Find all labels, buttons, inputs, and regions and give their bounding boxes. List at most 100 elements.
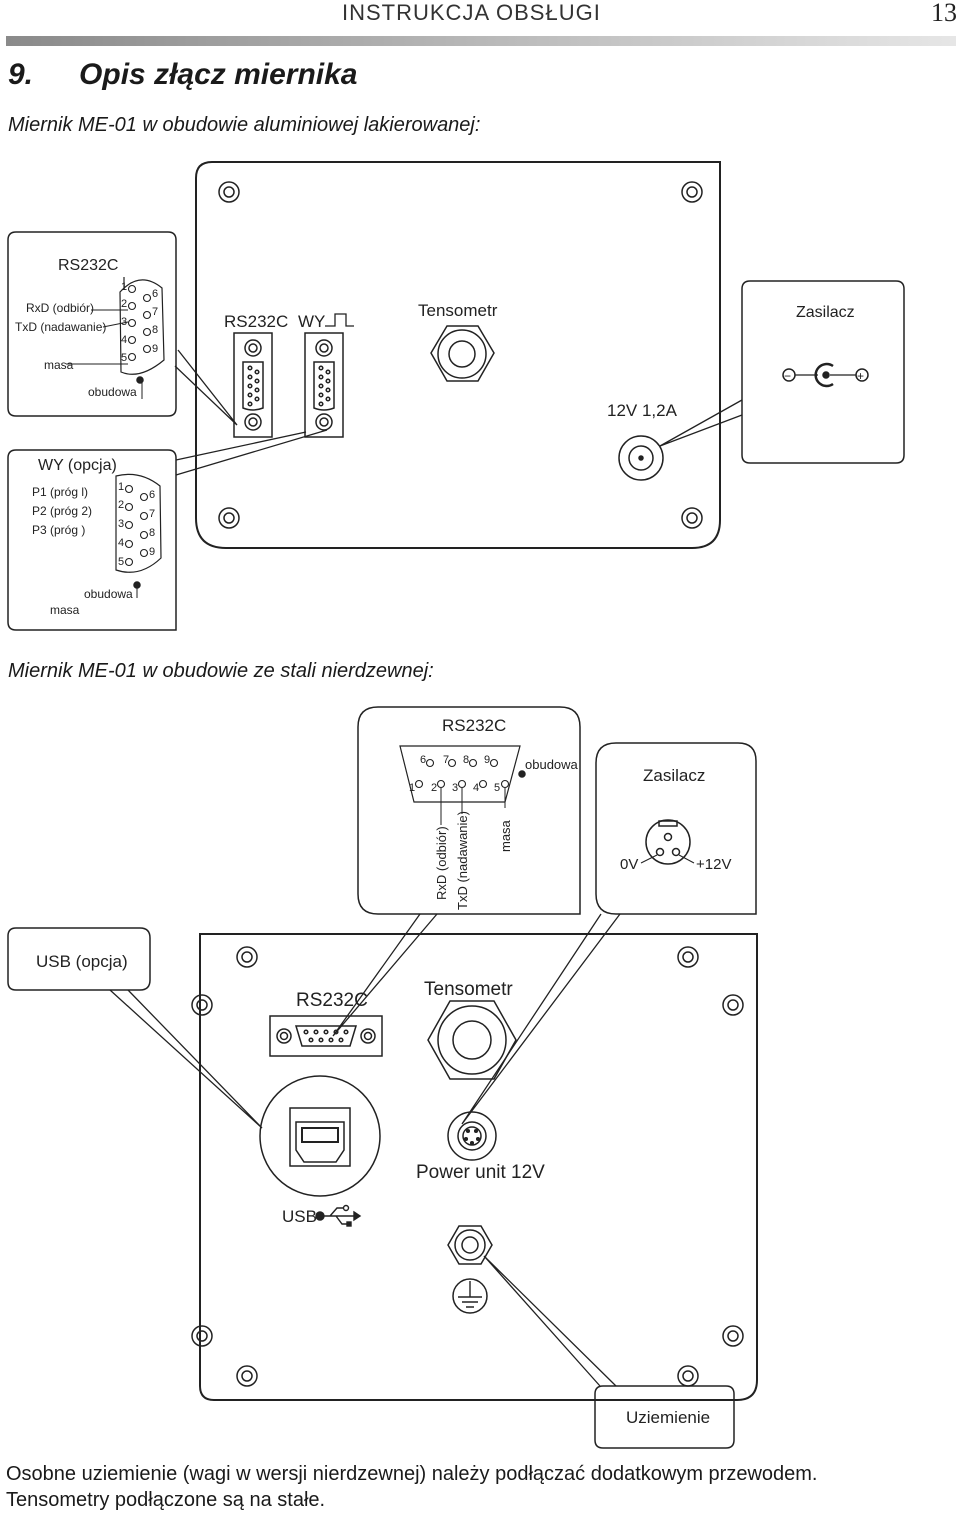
page-header: INSTRUKCJA OBSŁUGI 13 [0,0,960,56]
section-heading: 9. Opis złącz miernika [8,58,357,92]
masa-label: masa [44,358,74,372]
pin-label: 6 [152,288,158,300]
steel-rs232-callout: RS232C 6 7 8 9 1 2 3 4 5 obudowa RxD (od… [332,706,581,1037]
obudowa-label: obudowa [88,385,137,399]
steel-panel: RS232C Tensometr Power unit 12 [191,933,758,1401]
page-number: 13 [931,0,957,27]
pin-label: 6 [149,489,155,501]
center-pin-icon [814,362,834,388]
zero-volt-label: 0V [620,856,638,873]
panel-wy-label: WY [298,312,325,331]
pin-label: 7 [443,754,449,766]
wy-callout-title: WY (opcja) [38,457,117,474]
pin-label: 1 [121,281,127,293]
panel-rs232-label: RS232C [224,312,288,331]
pin-label: 5 [118,556,124,568]
usb-callout-title: USB (opcja) [36,952,128,971]
footer-line: Tensometry podłączone są na stałe. [6,1489,326,1511]
pin-label: 5 [121,352,127,364]
minus-label: − [784,369,791,383]
panel-screw [681,181,703,203]
usb-label: USB [282,1207,317,1226]
tensometr-gland [430,325,495,382]
connector-diagram: RS232C WY Tensometr 12V 1,2A [7,161,905,1449]
p3-label: P3 (próg ) [32,523,85,537]
pin-label: 3 [118,518,124,530]
panel-screw [677,946,699,968]
plus12-label: +12V [696,856,731,873]
pin-label: 8 [149,527,155,539]
aluminium-heading: Miernik ME-01 w obudowie aluminiowej lak… [8,114,481,136]
steel-zasilacz-callout: Zasilacz 0V +12V [461,742,757,1125]
pin-label: 7 [152,306,158,318]
aluminium-panel: RS232C WY Tensometr 12V 1,2A [195,161,721,549]
power-unit-socket [447,1111,497,1161]
pin-label: 1 [118,481,124,493]
panel-screw [218,507,240,529]
panel-rs232-connector [233,332,273,438]
rs232-callout-title: RS232C [58,257,118,274]
panel-screw [677,1365,699,1387]
section-title: Opis złącz miernika [79,58,358,91]
panel-screw [191,994,213,1016]
obudowa-label: obudowa [525,757,579,772]
pin-label: 9 [149,546,155,558]
rxd-label: RxD (odbiór) [434,826,449,900]
txd-label: TxD (nadawanie) [15,320,106,334]
pin-label: 3 [121,316,127,328]
pin-label: 6 [420,754,426,766]
panel-screw [722,1325,744,1347]
steel-heading: Miernik ME-01 w obudowie ze stali nierdz… [8,660,434,682]
panel-screw [218,181,240,203]
rxd-label: RxD (odbiór) [26,301,94,315]
txd-label: TxD (nadawanie) [455,811,470,910]
panel-screw [722,994,744,1016]
footer-note: Osobne uziemienie (wagi w wersji nierdze… [6,1461,817,1513]
panel-rs232-connector [269,1015,383,1057]
pin-label: 9 [484,754,490,766]
power-spec-label: 12V 1,2A [607,401,678,420]
usb-icon [315,1204,362,1227]
p2-label: P2 (próg 2) [32,504,92,518]
header-title: INSTRUKCJA OBSŁUGI [342,0,601,25]
header-bar [6,36,956,46]
plus-label: + [857,369,864,383]
aluminium-zasilacz-callout: Zasilacz − + [659,280,905,464]
pin-label: 7 [149,508,155,520]
zasilacz-title: Zasilacz [643,766,705,785]
power-socket [618,435,664,481]
pin-label: 8 [463,754,469,766]
pin-label: 4 [121,334,127,346]
section-number: 9. [8,58,34,91]
pin-label: 3 [452,782,458,794]
obudowa-label: obudowa [84,587,133,601]
panel-rs232-label: RS232C [296,990,368,1011]
pin-label: 1 [409,782,415,794]
aluminium-rs232-callout: RS232C RxD (odbiór) TxD (nadawanie) masa… [7,231,238,426]
rs232-callout-title: RS232C [442,716,506,735]
tensometr-gland [427,1000,517,1080]
pulse-icon [325,313,354,327]
p1-label: P1 (próg l) [32,485,88,499]
steel-usb-callout: USB (opcja) [7,927,263,1129]
pin-label: 2 [118,499,124,511]
pin-label: 5 [494,782,500,794]
pin-label: 4 [118,537,124,549]
pin-label: 9 [152,343,158,355]
panel-screw [681,507,703,529]
panel-wy-connector [304,332,344,438]
footer-line: Osobne uziemienie (wagi w wersji nierdze… [6,1463,818,1485]
ground-icon [452,1278,488,1314]
panel-screw [191,1325,213,1347]
masa-label: masa [498,819,513,852]
zasilacz-title: Zasilacz [796,304,855,321]
masa-label: masa [50,603,80,617]
ground-title: Uziemienie [626,1408,710,1427]
panel-tensometr-label: Tensometr [424,979,513,1000]
pin-label: 8 [152,324,158,336]
pin-label: 4 [473,782,479,794]
panel-tensometr-label: Tensometr [418,301,498,320]
ground-stud [447,1225,493,1265]
aluminium-wy-callout: WY (opcja) P1 (próg l) P2 (próg 2) P3 (p… [7,429,328,631]
usb-port [259,1075,381,1197]
